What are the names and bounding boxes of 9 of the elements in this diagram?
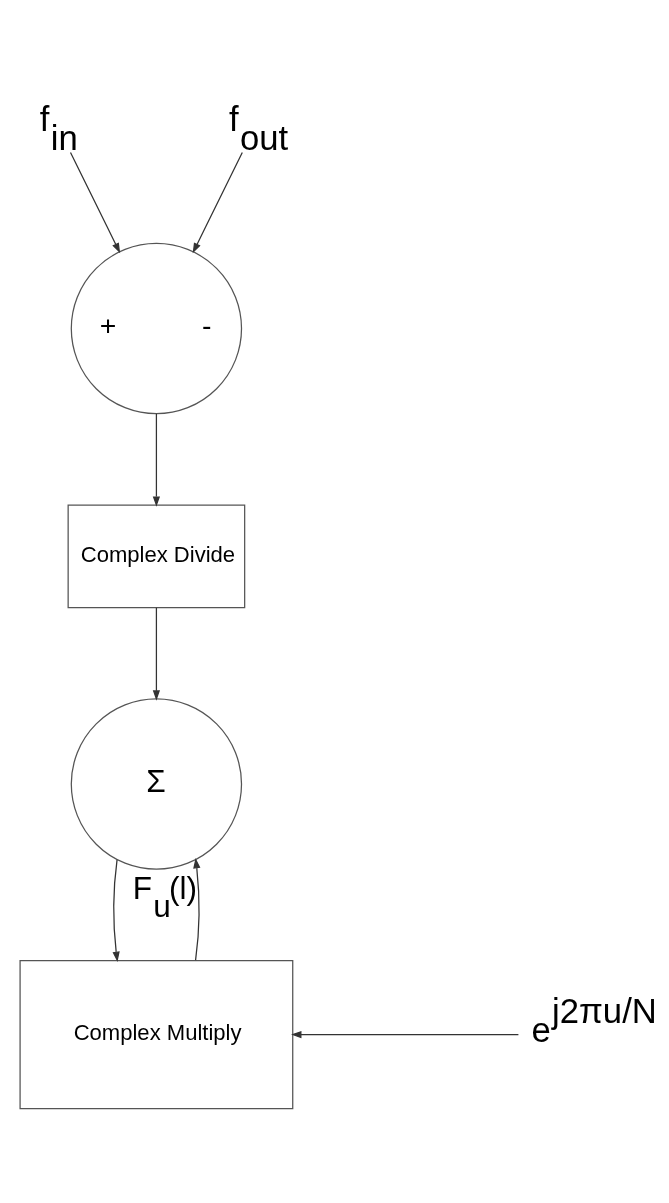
arrow: [291, 1030, 520, 1038]
arrow: [192, 151, 243, 253]
arrow: [112, 858, 120, 962]
node-box: Complex Divide: [67, 503, 246, 608]
arrow: [152, 606, 161, 701]
arrow: [152, 412, 161, 507]
arrow: [69, 151, 121, 253]
node-box: Complex Multiply: [19, 959, 294, 1109]
arrow: [193, 857, 201, 961]
